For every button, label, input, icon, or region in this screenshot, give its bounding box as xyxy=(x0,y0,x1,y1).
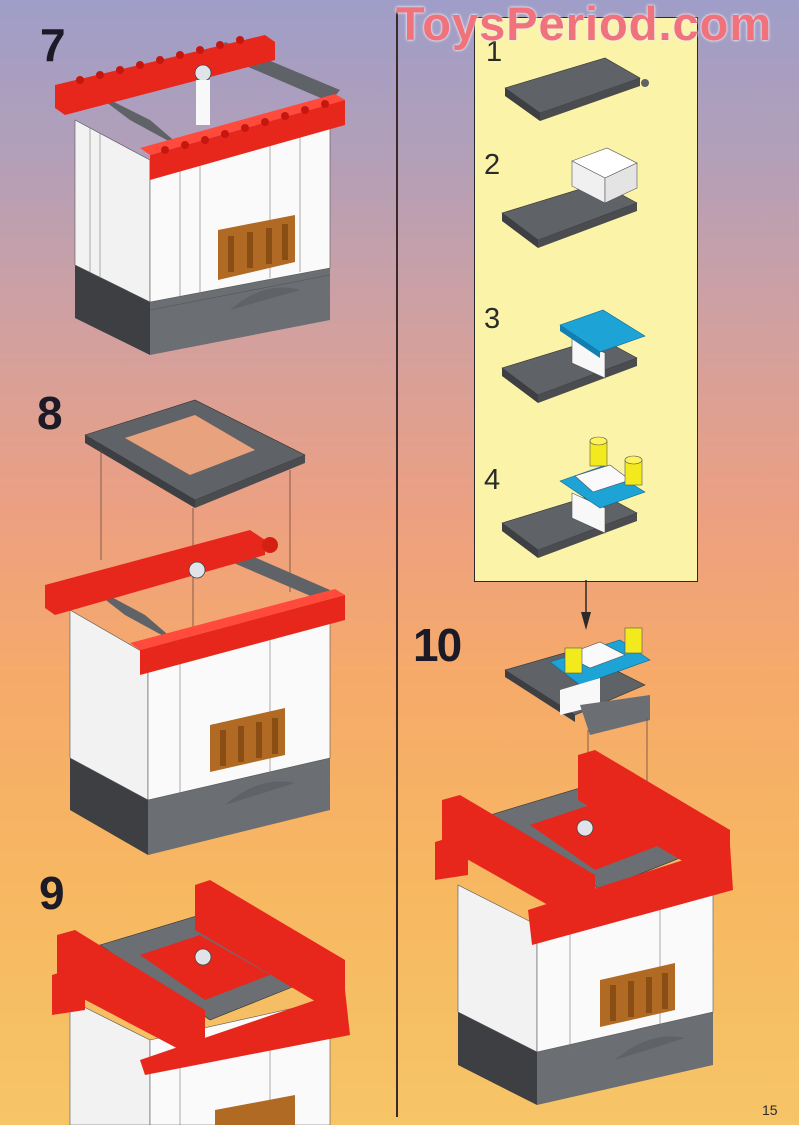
substep-illustrations xyxy=(501,57,649,558)
watermark: ToysPeriod.com xyxy=(396,0,773,50)
down-arrow-icon xyxy=(581,580,591,630)
substep-number-3: 3 xyxy=(484,303,501,335)
step-number-8: 8 xyxy=(37,387,63,439)
substep-panel: 1 2 3 4 xyxy=(474,17,698,582)
step-10-illustration xyxy=(435,627,733,1105)
substep-number-1: 1 xyxy=(486,36,503,68)
step-9-illustration xyxy=(52,880,350,1125)
substep-number-2: 2 xyxy=(484,149,501,181)
step-8-illustration xyxy=(45,399,345,855)
column-divider xyxy=(396,10,398,1117)
page-number: 15 xyxy=(762,1102,778,1118)
step-7-illustration xyxy=(55,35,345,355)
step-number-9: 9 xyxy=(39,867,65,919)
step-number-10: 10 xyxy=(413,619,462,671)
step-number-7: 7 xyxy=(40,19,66,71)
substep-number-4: 4 xyxy=(484,464,501,496)
